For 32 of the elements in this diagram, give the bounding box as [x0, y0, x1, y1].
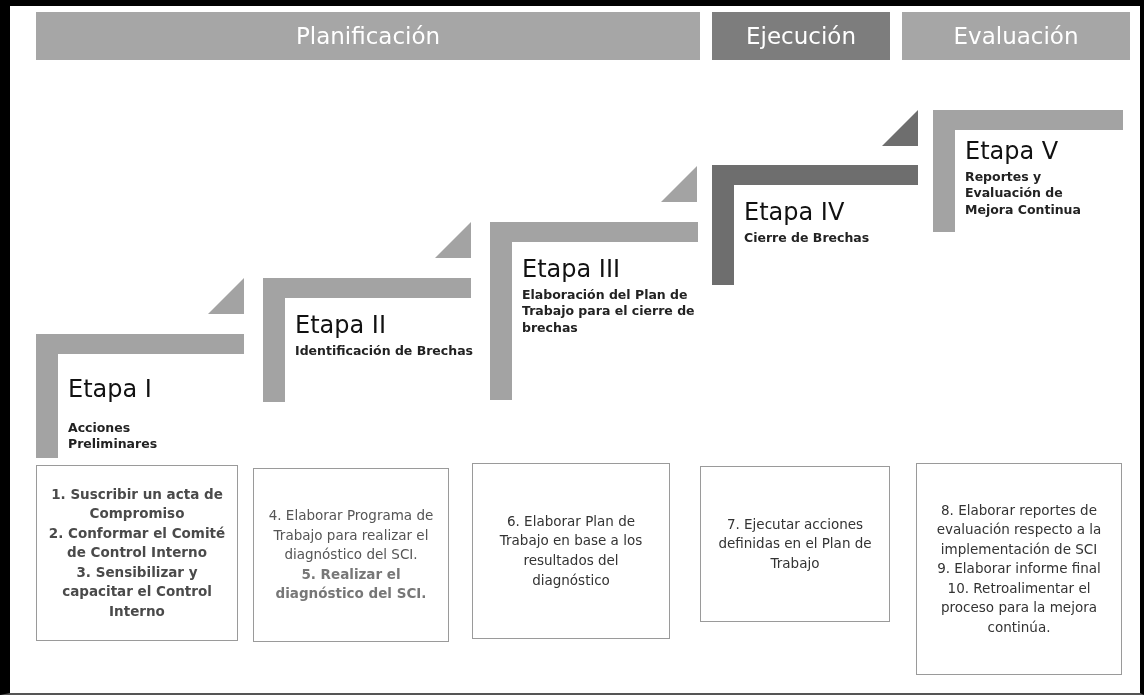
- stage-heading: Etapa II: [295, 312, 386, 340]
- stage-heading: Etapa IV: [744, 199, 845, 227]
- action-text: 7. Ejecutar acciones definidas en el Plan de Trabajo: [717, 514, 873, 573]
- action-text: 8. Elaborar reportes de evaluación respecto a la implementación de SCI: [935, 500, 1103, 559]
- step-bracket: [490, 222, 698, 400]
- action-box: [253, 468, 449, 642]
- action-text: 10. Retroalimentar el proceso para la mejora continúa.: [940, 578, 1098, 637]
- step-bracket: [712, 165, 918, 285]
- action-box: [472, 463, 670, 639]
- action-text: 4. Elaborar Programa de Trabajo para realizar el diagnóstico del SCI.: [267, 506, 435, 565]
- action-box: [700, 466, 890, 622]
- stage-heading: Etapa I: [68, 376, 152, 404]
- action-text: 5. Realizar el diagnóstico del SCI.: [274, 564, 428, 604]
- action-box: [36, 465, 238, 641]
- action-text: 6. Elaborar Plan de Trabajo en base a los resultados del diagnóstico: [498, 511, 644, 590]
- action-text: 1. Suscribir un acta de Compromiso: [50, 484, 224, 524]
- action-box: [916, 463, 1122, 675]
- step-bracket: [263, 278, 471, 402]
- phase-banner: Ejecución: [712, 12, 890, 60]
- stage-description: Reportes y Evaluación de Mejora Continua: [965, 168, 1082, 220]
- action-text: 3. Sensibilizar y capacitar el Control Interno: [61, 562, 213, 621]
- action-text: 9. Elaborar informe final: [937, 559, 1101, 579]
- stage-description: Acciones Preliminares: [68, 419, 159, 454]
- stage-heading: Etapa III: [522, 256, 621, 284]
- step-bracket: [933, 110, 1123, 232]
- action-text: 2. Conformar el Comité de Control Interno: [47, 523, 227, 563]
- stage-description: Identificación de Brechas: [295, 342, 473, 360]
- stage-description: Cierre de Brechas: [744, 229, 870, 247]
- stage-heading: Etapa V: [965, 138, 1059, 166]
- phase-banner: Planificación: [36, 12, 700, 60]
- stage-description: Elaboración del Plan de Trabajo para el cierre de brechas: [522, 286, 696, 338]
- phase-banner: Evaluación: [902, 12, 1130, 60]
